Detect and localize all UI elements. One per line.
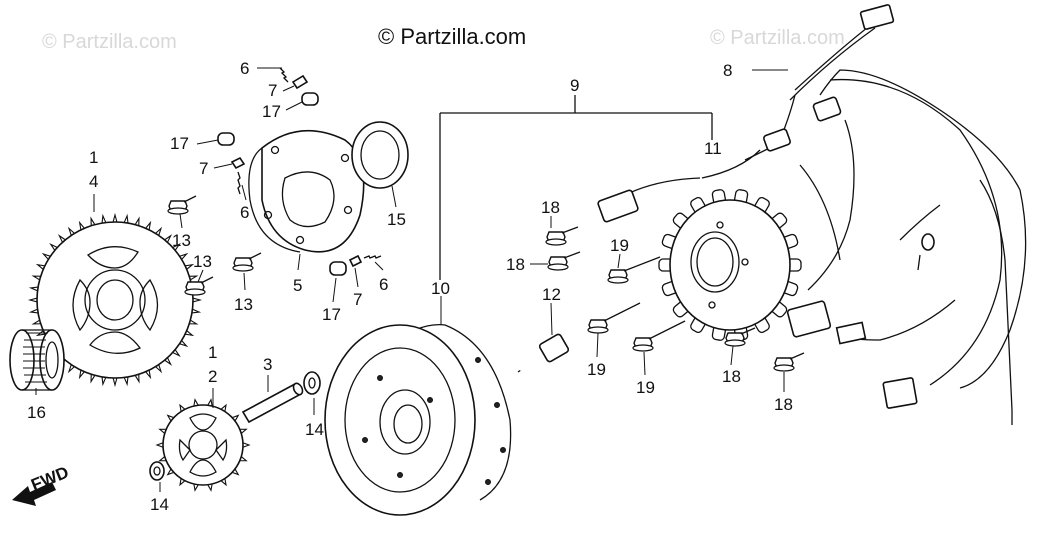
- callout-label: 9: [570, 76, 579, 95]
- copyright-text: © Partzilla.com: [378, 24, 526, 49]
- callout-label: 12: [542, 285, 561, 304]
- callout-label: 8: [723, 61, 732, 80]
- plunger: [230, 156, 246, 170]
- bolt: [773, 352, 805, 372]
- spring: [237, 171, 241, 195]
- needle-bearing: [9, 329, 65, 391]
- bolt: [167, 195, 197, 215]
- callout-bracket: [439, 95, 713, 280]
- callout-label: 18: [774, 395, 793, 414]
- roller: [217, 132, 235, 146]
- callout-labels: 1 4 16 1 2 14 3 14 6 7 17 17 7 6 13 13 1…: [27, 59, 793, 514]
- callout-label: 6: [379, 275, 388, 294]
- roller: [301, 92, 319, 106]
- callout-label: 4: [89, 172, 98, 191]
- spring: [363, 255, 382, 259]
- roller: [329, 261, 347, 276]
- callout-label: 18: [506, 255, 525, 274]
- callout-label: 11: [704, 139, 722, 158]
- long-bolt: [607, 256, 661, 284]
- callout-label: 17: [262, 102, 281, 121]
- callout-label: 3: [263, 355, 272, 374]
- long-bolt: [632, 320, 686, 352]
- leader-lines: [35, 67, 788, 492]
- callout-label: 6: [240, 203, 249, 222]
- bolt: [724, 327, 756, 347]
- flywheel-rotor: [324, 324, 512, 516]
- callout-label: 16: [27, 403, 46, 422]
- bolt: [547, 251, 581, 271]
- callout-label: 19: [636, 378, 655, 397]
- callout-label: 5: [293, 276, 302, 295]
- callout-label: 14: [150, 495, 169, 514]
- plunger: [291, 74, 309, 90]
- long-bolt: [587, 302, 641, 334]
- callout-label: 17: [322, 305, 341, 324]
- watermark-top-left: © Partzilla.com: [42, 31, 177, 53]
- callout-label: 18: [722, 367, 741, 386]
- callout-label: 7: [268, 81, 277, 100]
- callout-label: 2: [208, 367, 217, 386]
- pulse-generator: [597, 189, 639, 223]
- callout-label: 1: [208, 343, 217, 362]
- callout-label: 19: [587, 360, 606, 379]
- large-sprocket: [27, 212, 203, 388]
- spring: [279, 67, 289, 83]
- callout-label: 14: [305, 420, 324, 439]
- callout-label: 13: [234, 295, 253, 314]
- bolt: [545, 226, 579, 246]
- shaft: [241, 382, 304, 424]
- fwd-arrow-icon: FWD: [12, 463, 71, 506]
- callout-label: 10: [431, 279, 450, 298]
- plunger: [348, 254, 363, 268]
- callout-label: 13: [172, 231, 191, 250]
- callout-label: 17: [170, 134, 189, 153]
- small-sprocket: [155, 398, 251, 492]
- callout-label: 19: [610, 236, 629, 255]
- pulse-generator: [786, 300, 832, 338]
- callout-label: 15: [387, 210, 406, 229]
- watermark-top-right: © Partzilla.com: [710, 27, 845, 49]
- callout-label: 6: [240, 59, 249, 78]
- starter-clutch: [248, 129, 365, 253]
- rotor-bolt: [517, 333, 570, 373]
- bolt: [184, 276, 214, 296]
- callout-label: 7: [353, 290, 362, 309]
- callout-label: 1: [89, 148, 98, 167]
- washer: [149, 461, 165, 481]
- callout-label: 18: [541, 198, 560, 217]
- callout-label: 13: [193, 252, 212, 271]
- stator: [658, 189, 802, 341]
- callout-label: 7: [199, 159, 208, 178]
- ring-gasket: [351, 121, 409, 189]
- bolt: [232, 252, 262, 272]
- wire-harness: [599, 4, 1027, 425]
- washer: [303, 371, 321, 395]
